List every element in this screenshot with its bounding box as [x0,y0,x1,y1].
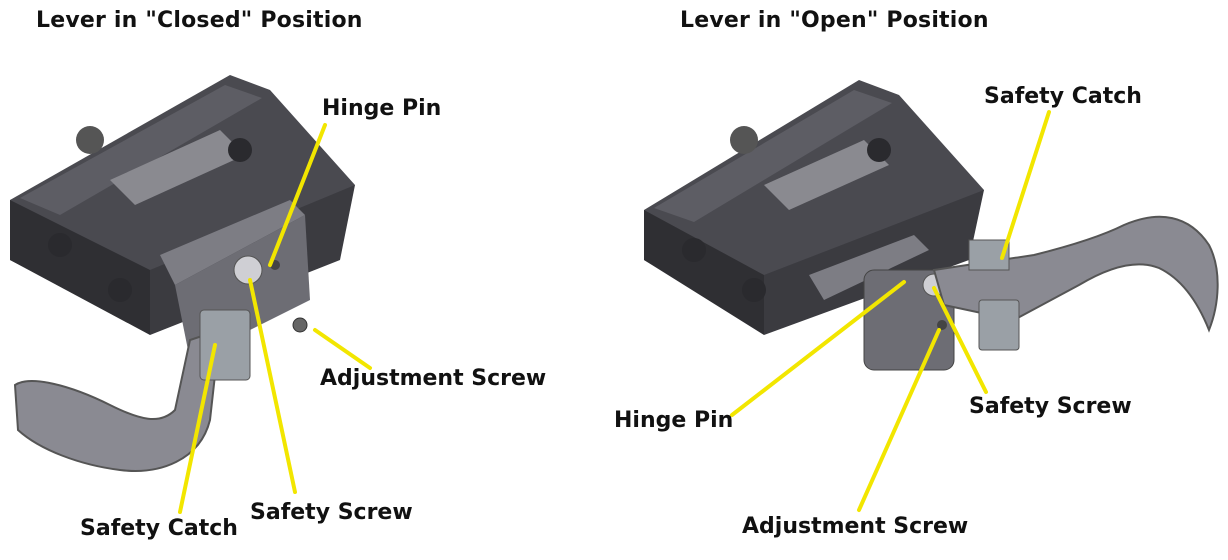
closed-safety-catch-label: Safety Catch [80,516,238,541]
closed-position-panel: Lever in "Closed" Position [10,8,547,541]
open-position-panel: Lever in "Open" Position [614,0,1228,560]
closed-mount-illustration [10,75,372,514]
adjustment-screw-leader [313,328,372,370]
safety-catch-leader [1000,110,1051,260]
lever [932,215,1219,351]
adjustment-screw-leader [857,328,941,512]
hinge-pin-leader [268,123,327,267]
safety-catch-leader [178,343,217,514]
open-mount-illustration [644,80,1219,512]
open-safety-catch-label: Safety Catch [984,84,1142,109]
closed-adjustment-screw-label: Adjustment Screw [320,366,547,391]
open-panel-title: Lever in "Open" Position [680,8,989,33]
open-adjustment-screw-label: Adjustment Screw [742,514,969,539]
safety-screw-leader [932,286,988,394]
leader-lines [178,123,372,514]
closed-panel-title: Lever in "Closed" Position [36,8,363,33]
closed-hinge-pin-label: Hinge Pin [322,96,442,121]
hinge-pin-leader [730,280,906,417]
closed-safety-screw-label: Safety Screw [250,500,413,525]
leader-lines [730,110,1051,512]
lever [13,255,308,472]
open-safety-screw-label: Safety Screw [969,394,1132,419]
open-hinge-pin-label: Hinge Pin [614,408,734,433]
safety-screw-leader [248,278,297,494]
